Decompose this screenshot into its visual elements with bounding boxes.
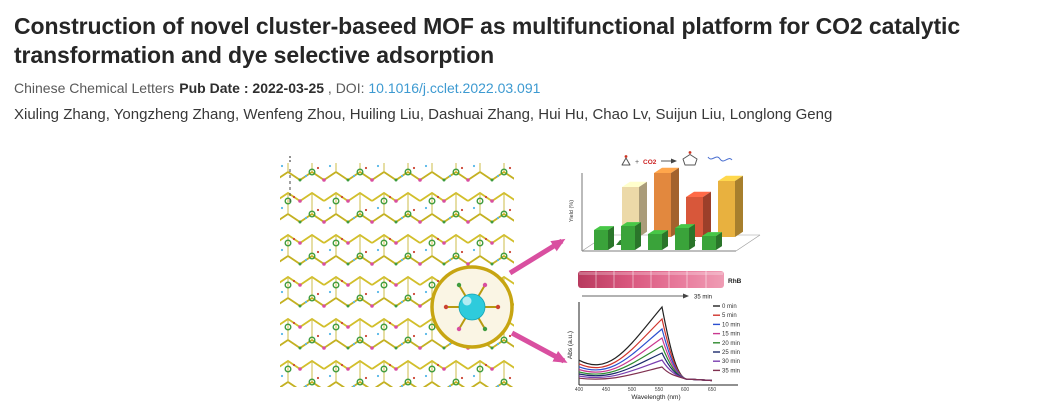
bar-side [716, 232, 722, 251]
bar-top [702, 232, 722, 237]
legend-label: 20 min [722, 341, 740, 347]
reaction-scheme: + CO2 [621, 151, 733, 166]
bar-side [635, 222, 641, 251]
bar-front [621, 226, 635, 251]
plus-sign: + [635, 159, 639, 166]
dye-name-label: RhB [728, 278, 742, 285]
paper-title[interactable]: Construction of novel cluster-baseed MOF… [14, 13, 961, 69]
magnifier-lens [430, 265, 514, 350]
bar-front [718, 181, 735, 238]
journal-name: Chinese Chemical Letters [14, 79, 175, 96]
uv-vis-plot: 400 450 500 550 600 650 Wavelength (nm) … [567, 302, 740, 401]
bar-side [662, 230, 668, 251]
atom [482, 327, 488, 332]
bar-side [608, 226, 614, 251]
time-label: 35 min [694, 295, 712, 301]
bar-side [689, 224, 695, 251]
legend-label: 5 min [722, 314, 737, 320]
legend-label: 35 min [722, 369, 740, 375]
bar3d-axis-label: Yield (%) [569, 200, 575, 222]
layer-stacking-dashes [289, 156, 291, 204]
x-tick-labels: 400 450 500 550 600 650 [575, 387, 717, 393]
bar-top [718, 176, 743, 182]
arrow-to-adsorption-plot [510, 331, 568, 364]
x-tick-label: 550 [655, 387, 664, 393]
bar-top [622, 182, 647, 188]
spectra-legend: 0 min 5 min 10 min 15 min 20 min 25 min 30 min… [713, 304, 740, 375]
cyan-guest-sphere [458, 294, 486, 321]
atom [456, 327, 462, 332]
doi-label: , DOI: [324, 79, 369, 96]
arrow-to-catalysis-chart [508, 239, 566, 276]
spectrum-curve [578, 306, 713, 382]
bar-side [735, 176, 743, 238]
vial-photo-strip [578, 271, 724, 289]
bar-top [675, 224, 695, 229]
oxygen-atom [688, 151, 692, 155]
graphical-abstract-figure: + CO2 Yield (%) [280, 151, 761, 401]
x-tick-label: 500 [628, 387, 637, 393]
legend-label: 0 min [722, 304, 737, 310]
bar-front [702, 236, 716, 251]
bar-side [671, 168, 679, 238]
x-tick-label: 600 [681, 387, 690, 393]
bar-front [654, 173, 671, 238]
atom [443, 305, 449, 310]
author-list: Xiuling Zhang, Yongzheng Zhang, Wenfeng … [14, 106, 833, 124]
bar3d-chart: + CO2 Yield (%) [569, 151, 761, 252]
x-tick-label: 450 [602, 387, 611, 393]
sphere-highlight [462, 296, 472, 306]
spectra-curves [578, 306, 713, 382]
doi-link[interactable]: 10.1016/j.cclet.2022.03.091 [368, 79, 541, 96]
x-axis-label: Wavelength (nm) [631, 394, 680, 401]
bar-front [648, 234, 662, 251]
legend-label: 10 min [722, 323, 740, 329]
substituent-structure [707, 156, 733, 162]
co2-label: CO2 [643, 159, 657, 166]
dye-adsorption-panel: RhB 35 min 400 450 500 550 600 650 Wavel… [567, 271, 742, 401]
oxygen-atom [624, 155, 628, 159]
bar-top [648, 230, 668, 235]
bar-front [675, 228, 689, 251]
pub-date: Pub Date : 2022-03-25 [179, 79, 325, 96]
bar-top [686, 192, 711, 198]
bar-top [654, 168, 679, 174]
bar-top [621, 222, 641, 227]
spectrum-curve [578, 352, 713, 382]
atom [495, 305, 501, 310]
x-tick-label: 400 [575, 387, 584, 393]
atom [456, 283, 462, 288]
bar-top [594, 226, 614, 231]
atom [482, 283, 488, 288]
bar-front [594, 230, 608, 251]
legend-label: 25 min [722, 350, 740, 356]
legend-label: 15 min [722, 332, 740, 338]
graphical-abstract: + CO2 Yield (%) [276, 149, 776, 406]
y-axis-label: Abs (a.u.) [567, 331, 574, 359]
legend-label: 30 min [722, 360, 740, 366]
spectrum-curve [578, 366, 713, 382]
x-tick-label: 650 [708, 387, 717, 393]
bar3d-bars [594, 168, 743, 251]
bar-side [703, 192, 711, 238]
